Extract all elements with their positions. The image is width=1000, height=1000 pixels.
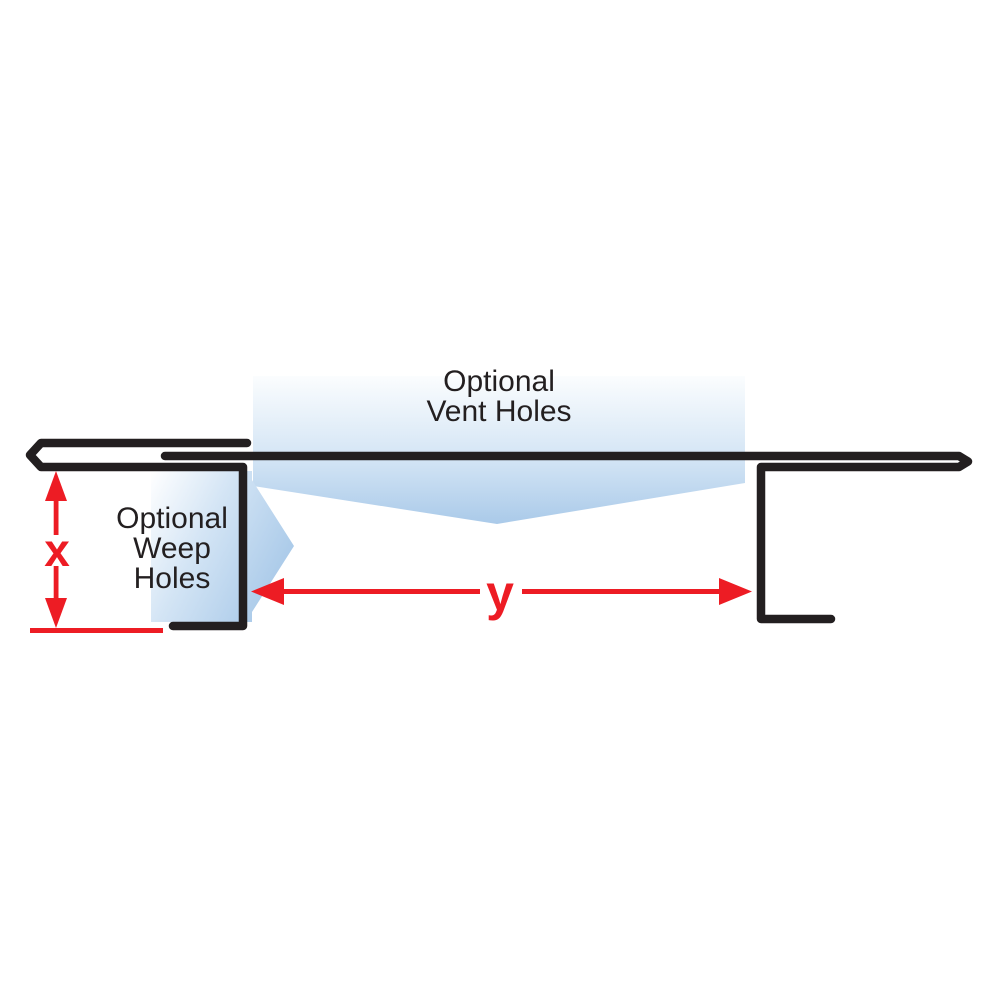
x-dimension-arrow	[45, 471, 67, 628]
panel-profile	[160, 451, 973, 624]
vent-holes-label-line2: Vent Holes	[426, 395, 572, 428]
vent-holes-label: Optional Vent Holes	[253, 367, 745, 427]
y-dimension-arrow	[251, 578, 752, 605]
y-dimension-shaft-right	[522, 589, 721, 594]
left-channel-profile	[25, 438, 252, 631]
weep-holes-label-line3: Holes	[133, 562, 211, 595]
weep-holes-label-line2: Weep	[133, 532, 211, 565]
x-dimension-shaft-upper	[53, 499, 59, 535]
y-arrowhead-right	[719, 578, 752, 605]
y-arrowhead-left	[251, 578, 284, 605]
y-dimension-label: y	[486, 565, 514, 621]
vent-holes-highlight-shape	[253, 376, 745, 524]
vent-holes-label-line1: Optional	[443, 365, 555, 398]
x-dimension-baseline	[30, 628, 163, 633]
weep-holes-highlight-shape	[151, 471, 294, 622]
x-dimension-label: x	[44, 524, 70, 576]
y-dimension-shaft-left	[282, 589, 480, 594]
x-arrowhead-down	[45, 598, 67, 628]
weep-holes-label-line1: Optional	[116, 502, 228, 535]
x-dimension-shaft-lower	[53, 566, 59, 600]
x-arrowhead-up	[45, 471, 67, 501]
weep-holes-label: Optional Weep Holes	[62, 504, 282, 594]
